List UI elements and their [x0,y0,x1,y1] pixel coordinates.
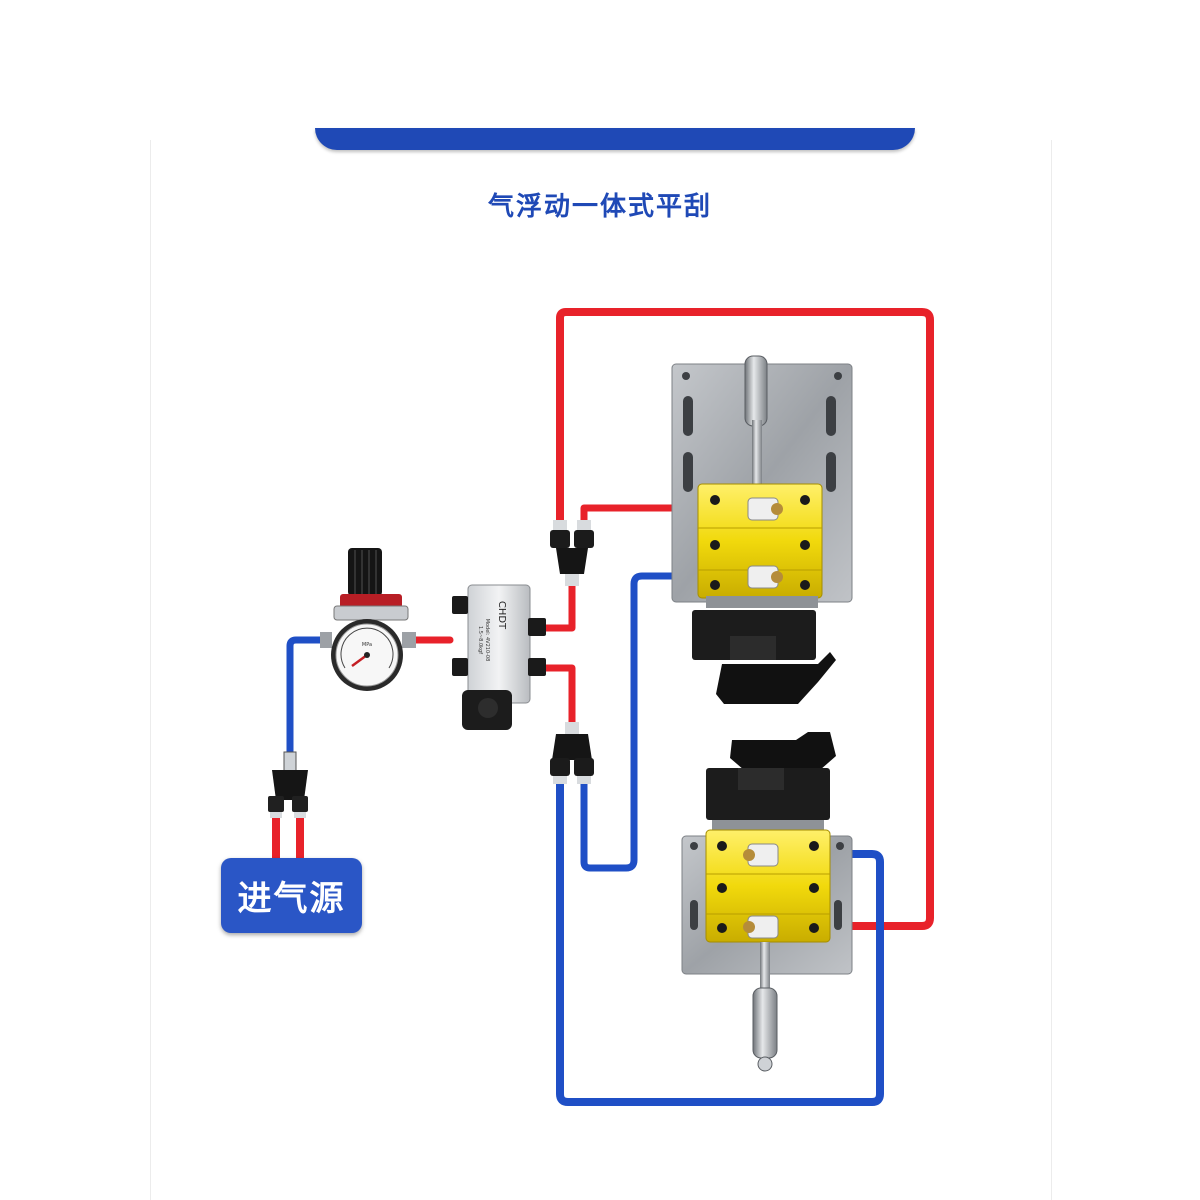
svg-text:MPa: MPa [362,642,372,648]
hose-top-loop [556,308,934,930]
valve-spec: 1.5~8.0kgf [477,626,483,654]
upper-squeegee-holder [692,610,816,660]
pressure-gauge-icon: MPa [331,619,403,691]
hose-lower-to-upper [580,572,754,872]
hose-tee-to-regulator [286,636,329,772]
hose-valve-a [531,581,576,632]
header-banner [315,128,915,150]
solenoid-valve-icon[interactable]: CHDT Model: 4V210-08 1.5~8.0kgf [452,584,546,730]
content-panel [150,140,1052,1200]
lower-y-fitting [550,722,594,784]
hose-lower-big-loop [556,776,884,1106]
hose-valve-b [531,664,576,732]
upper-squeegee-assembly[interactable] [671,355,853,704]
pressure-regulator-icon[interactable] [320,548,416,648]
valve-brand: CHDT [496,601,507,630]
lower-squeegee-assembly[interactable] [681,732,853,1072]
lower-squeegee-holder [706,768,830,820]
page-title: 气浮动一体式平刮 [487,192,712,222]
air-source-badge: 进气源 [221,858,362,933]
hose-network [272,308,934,1106]
upper-y-fitting [550,520,594,586]
valve-model: Model: 4V210-08 [484,619,490,662]
source-y-fitting [268,751,308,818]
